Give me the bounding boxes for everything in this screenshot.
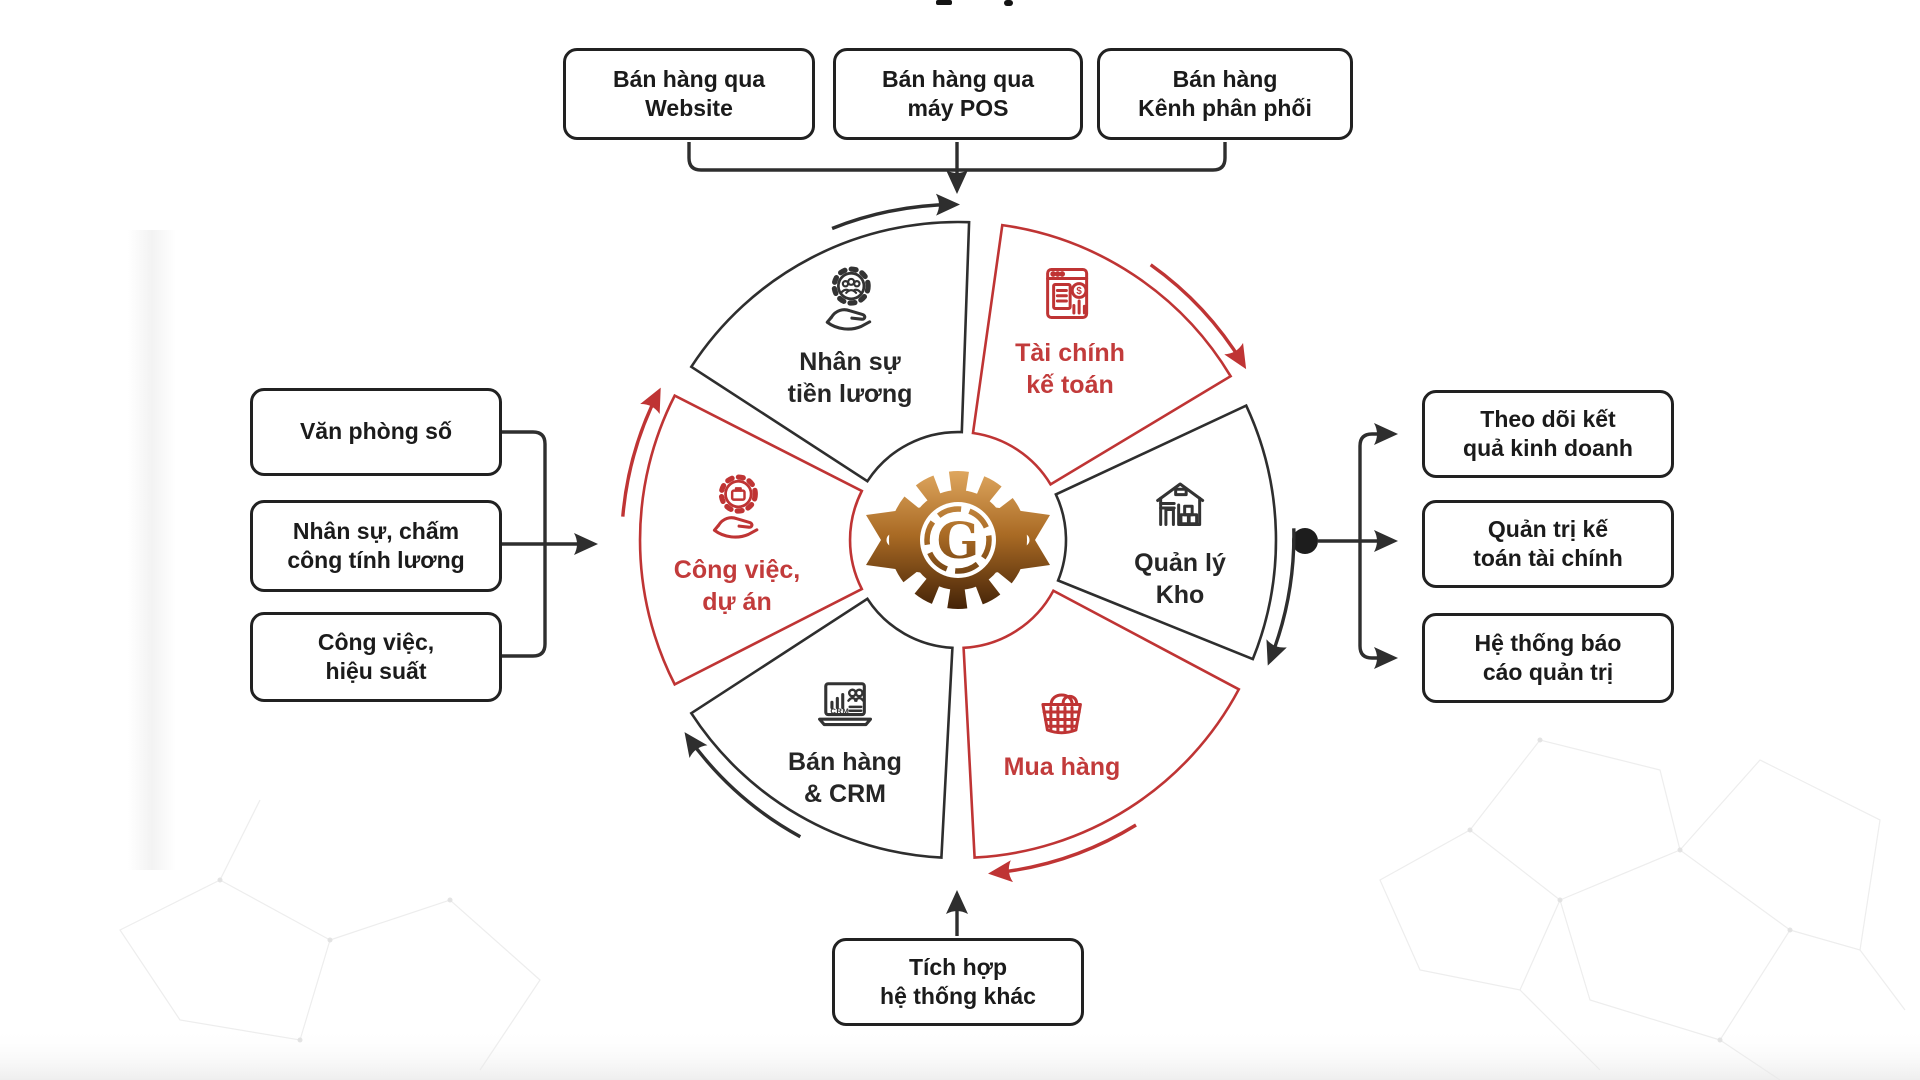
node-label: Theo dõi kết <box>1480 405 1616 432</box>
node-label: Quản trị kế <box>1487 515 1609 542</box>
segment-arc-nhan-su <box>689 220 971 483</box>
project-gear-hand-icon <box>713 474 759 539</box>
node-label: hiệu suất <box>325 658 427 684</box>
node-label: Văn phòng số <box>299 418 453 445</box>
node-ban-hang-kenh-phan-phoi: Bán hàng Kênh phân phối <box>1097 48 1353 140</box>
node-label: công tính lương <box>287 547 465 573</box>
svg-text:$: $ <box>1076 286 1082 297</box>
cycle-arrow-5 <box>684 732 802 839</box>
segment-label-line: kế toán <box>1026 371 1114 399</box>
node-label: Tích hợp <box>908 953 1008 980</box>
node-label: Website <box>645 95 733 121</box>
node-theo-doi-ket-qua: Theo dõi kết quả kinh doanh <box>1422 390 1674 478</box>
cycle-arrow-6 <box>621 387 661 517</box>
node-label: Bán hàng <box>1172 65 1278 92</box>
segment-label-line: tiền lương <box>787 380 913 408</box>
cycle-arrow-3 <box>1266 528 1296 666</box>
svg-text:CRM: CRM <box>830 706 849 715</box>
center-logo: G <box>854 436 1062 644</box>
segment-label-line: & CRM <box>804 780 886 808</box>
shopping-basket-icon <box>1041 693 1083 735</box>
node-label: cáo quản trị <box>1482 659 1614 685</box>
finance-report-icon: $ <box>1045 268 1088 319</box>
node-he-thong-bao-cao: Hệ thống báo cáo quản trị <box>1422 613 1674 703</box>
connectors <box>502 142 1398 936</box>
node-van-phong-so: Văn phòng số <box>250 388 502 476</box>
node-ban-hang-pos: Bán hàng qua máy POS <box>833 48 1083 140</box>
segment-arc-tai-chinh <box>971 223 1233 487</box>
segment-arc-kho <box>1054 403 1278 661</box>
segment-label-line: Công việc, <box>673 556 801 584</box>
segment-arc-mua-hang <box>962 588 1241 859</box>
node-label: Hệ thống báo <box>1474 629 1622 656</box>
people-gear-hand-icon <box>826 266 872 331</box>
node-nhan-su-cham-cong: Nhân sự, chấm công tính lương <box>250 500 502 592</box>
right-top-arrow <box>1358 423 1398 541</box>
crm-laptop-icon: CRM <box>818 682 872 727</box>
cycle-arrow-4 <box>988 823 1137 883</box>
node-label: toán tài chính <box>1473 545 1623 571</box>
node-label: hệ thống khác <box>880 983 1036 1009</box>
node-label: Kênh phân phối <box>1138 95 1312 121</box>
segment-nhan-su-tien-luong: Nhân sự tiền lương <box>787 266 913 410</box>
segment-label-line: Kho <box>1155 581 1205 609</box>
segment-tai-chinh-ke-toan: $ Tài chính kế toán <box>1015 259 1125 401</box>
node-quan-tri-ke-toan: Quản trị kế toán tài chính <box>1422 500 1674 588</box>
segment-label-line: Bán hàng <box>788 748 902 776</box>
node-label: Nhân sự, chấm <box>292 517 460 544</box>
node-label: quả kinh doanh <box>1463 435 1633 461</box>
warehouse-icon <box>1156 482 1204 526</box>
cropped-title-fragment <box>936 0 1013 6</box>
segment-label-line: dự án <box>702 588 772 616</box>
segment-label-line: Quản lý <box>1134 549 1226 577</box>
segment-ban-hang-crm: CRM Bán hàng & CRM <box>788 666 902 810</box>
node-label: máy POS <box>907 95 1009 121</box>
node-tich-hop-he-thong: Tích hợp hệ thống khác <box>832 938 1084 1026</box>
logo-gear-icon: G <box>889 471 1027 609</box>
node-label: Bán hàng qua <box>881 65 1035 92</box>
segment-quan-ly-kho: Quản lý Kho <box>1134 469 1226 611</box>
right-junction-dot <box>1292 528 1318 554</box>
node-label: Công việc, <box>317 628 435 655</box>
node-label: Bán hàng qua <box>612 65 766 92</box>
segment-arc-ban-hang-crm <box>689 597 954 859</box>
node-ban-hang-website: Bán hàng qua Website <box>563 48 815 140</box>
segment-label-line: Tài chính <box>1015 339 1125 367</box>
node-cong-viec-hieu-suat: Công việc, hiệu suất <box>250 612 502 702</box>
segment-mua-hang: Mua hàng <box>1003 673 1121 783</box>
segment-label-line: Nhân sự <box>799 348 901 376</box>
segment-label-line: Mua hàng <box>1003 753 1121 781</box>
cycle-arrow-2 <box>1149 263 1247 370</box>
cycle-arrows <box>621 193 1296 883</box>
logo-letter: G <box>937 511 980 570</box>
cycle-arrow-1 <box>831 193 960 231</box>
segment-cong-viec-du-an: Công việc, dự án <box>674 474 800 618</box>
segment-arc-cong-viec <box>638 393 864 687</box>
right-bottom-arrow <box>1358 541 1398 669</box>
wheel-segments <box>638 220 1278 859</box>
